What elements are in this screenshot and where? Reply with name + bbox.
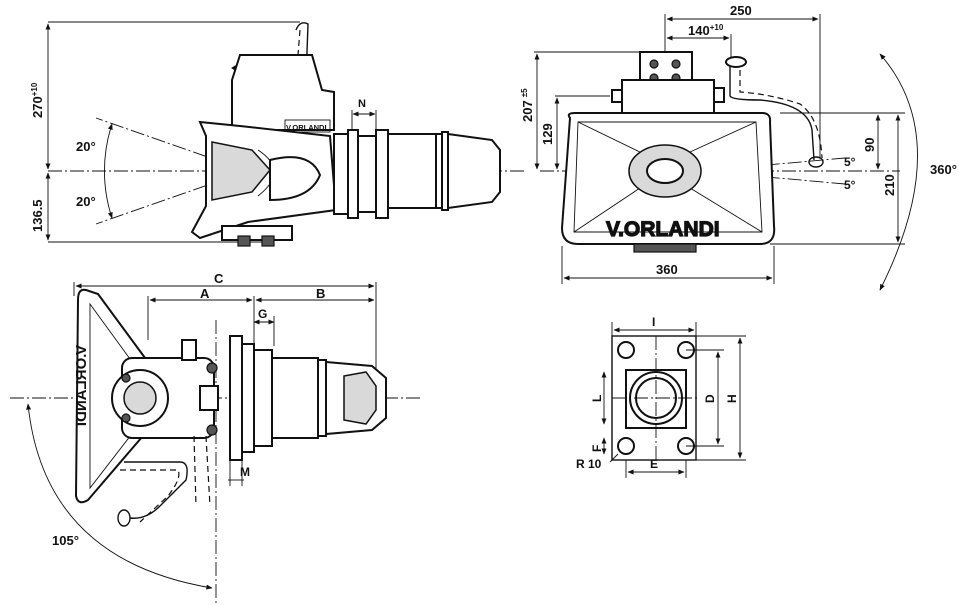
flange-hole-bl — [617, 437, 635, 455]
front-brand: V.ORLANDI — [606, 218, 720, 241]
rotation-text: 360° — [930, 162, 957, 177]
top-flange — [229, 335, 243, 461]
dim-b-text: B — [316, 286, 325, 301]
side-pipe — [295, 22, 309, 81]
angle-top-text: 5° — [844, 155, 856, 169]
side-view: 270+10 136.5 20° 20° V.ORLANDI — [30, 21, 525, 247]
side-brand: V.ORLANDI — [286, 123, 327, 132]
angle-down-text: 20° — [76, 194, 96, 209]
side-head — [231, 54, 335, 131]
dim-g-text: G — [258, 307, 267, 321]
dim-l-text: L — [590, 395, 604, 402]
dim-129-text: 129 — [540, 123, 555, 145]
dim-360-text: 360 — [656, 262, 678, 277]
side-jaw-mouth — [211, 141, 271, 201]
angle-105-text: 105° — [52, 533, 79, 548]
front-pipe — [729, 62, 815, 161]
flange-hole-tl — [617, 341, 635, 359]
side-flange — [333, 133, 349, 215]
dim-90-text: 90 — [862, 138, 877, 152]
front-view: 250 140+10 207±5 129 90 210 5° 5° 360° — [520, 3, 957, 291]
side-base — [221, 225, 293, 241]
side-cone — [447, 132, 501, 210]
dim-h-text: H — [725, 394, 739, 403]
dim-270-text: 270+10 — [30, 82, 45, 118]
rotation-arc — [879, 53, 918, 291]
dim-m-text: M — [240, 465, 250, 479]
dim-210-text: 210 — [882, 174, 897, 196]
dim-a-text: A — [200, 286, 210, 301]
dim-136-text: 136.5 — [30, 199, 45, 232]
angle-105-arc — [26, 403, 213, 590]
flange-view: I L D H F E R 10 — [576, 315, 746, 478]
dim-d-text: D — [703, 394, 717, 403]
dim-n-text: N — [358, 98, 366, 110]
dim-250-text: 250 — [730, 3, 752, 18]
angle-arc — [103, 123, 113, 219]
dim-140-text: 140+10 — [688, 23, 724, 38]
dim-r-text: R 10 — [576, 457, 602, 471]
front-lock-base — [621, 79, 715, 115]
top-brand: V.ORLANDI — [73, 345, 90, 426]
angle-up-text: 20° — [76, 139, 96, 154]
dim-207-text: 207±5 — [520, 88, 535, 122]
angle-bottom-text: 5° — [844, 178, 856, 192]
top-view: C A B G V.ORLANDI — [10, 271, 420, 605]
dim-i-text: I — [652, 315, 655, 329]
dim-f-text: F — [590, 445, 604, 452]
side-bush — [387, 133, 437, 209]
top-bush — [271, 357, 319, 439]
dim-e-text: E — [650, 457, 658, 471]
dim-c-text: C — [214, 271, 224, 286]
